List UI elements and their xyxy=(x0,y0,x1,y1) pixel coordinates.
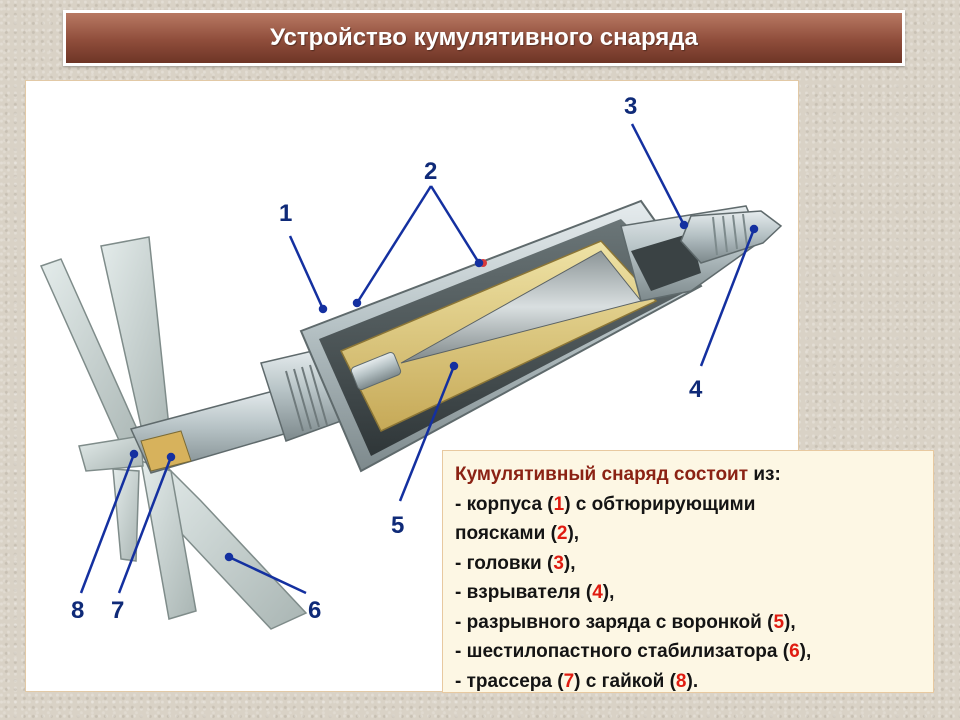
info-item-text: ), xyxy=(602,582,615,603)
detonator xyxy=(350,351,402,391)
fuze xyxy=(680,210,783,264)
info-item-text: - шестилопастного стабилизатора ( xyxy=(455,641,790,662)
leader-line xyxy=(699,228,756,367)
info-item: поясками (2), xyxy=(455,519,921,549)
info-item-number: 7 xyxy=(563,670,575,692)
title-banner: Устройство кумулятивного снаряда xyxy=(63,10,905,66)
leader-line xyxy=(355,185,433,304)
info-item-number: 1 xyxy=(553,493,565,515)
info-item-number: 5 xyxy=(773,611,785,633)
shell-diagram: 1 2 3 4 5 6 7 8 xyxy=(25,80,799,692)
tracer-cavity xyxy=(140,430,192,472)
leader-dot xyxy=(679,220,689,230)
stabilizer-fin xyxy=(112,468,140,562)
callout-1: 1 xyxy=(279,200,292,227)
info-item-text: ) с гайкой ( xyxy=(574,670,676,692)
info-heading-rest: из: xyxy=(748,464,781,485)
info-item: - взрывателя (4), xyxy=(455,578,921,608)
leader-dot xyxy=(474,258,484,268)
callout-3: 3 xyxy=(624,93,637,120)
info-item-text: ), xyxy=(563,552,576,574)
info-item: - шестилопастного стабилизатора (6), xyxy=(455,637,921,667)
info-heading: Кумулятивный снаряд состоит из: xyxy=(455,460,921,490)
leader-line xyxy=(117,456,173,594)
callout-8: 8 xyxy=(71,597,84,624)
callout-4: 4 xyxy=(689,376,703,403)
leader-line xyxy=(228,555,307,595)
info-item-text: ), xyxy=(799,641,812,662)
leader-dot xyxy=(318,304,328,314)
leader-line xyxy=(288,235,325,310)
composition-info-box: Кумулятивный снаряд состоит из: - корпус… xyxy=(442,450,934,693)
callout-6: 6 xyxy=(308,597,321,624)
callout-5: 5 xyxy=(391,512,404,539)
info-item-text: - взрывателя ( xyxy=(455,582,593,603)
info-item-number: 2 xyxy=(556,523,568,544)
callout-leaders xyxy=(79,123,759,595)
info-item-number: 8 xyxy=(675,670,687,692)
info-item-number: 4 xyxy=(592,582,603,603)
leader-line xyxy=(429,185,481,264)
leader-dot xyxy=(129,449,139,459)
leader-dot xyxy=(749,224,759,234)
info-item: - корпуса (1) с обтюрирующими xyxy=(455,490,921,520)
info-item-number: 3 xyxy=(553,552,564,574)
page-title: Устройство кумулятивного снаряда xyxy=(270,24,698,51)
leader-line xyxy=(630,123,686,226)
leader-line xyxy=(79,453,136,594)
info-item-text: - корпуса ( xyxy=(455,493,554,515)
shell-cutaway-illustration: 1 2 3 4 5 6 7 8 xyxy=(39,93,783,630)
info-item-text: ). xyxy=(686,670,699,692)
liner-cone xyxy=(400,250,642,364)
info-heading-colored: Кумулятивный снаряд состоит xyxy=(455,464,749,485)
info-item: - головки (3), xyxy=(455,549,921,579)
callout-2: 2 xyxy=(424,158,437,185)
leader-dot xyxy=(166,452,176,462)
leader-dot xyxy=(352,298,362,308)
leader-dot xyxy=(224,552,234,562)
info-item: - трассера (7) с гайкой (8). xyxy=(455,667,921,697)
info-item-text: - разрывного заряда с воронкой ( xyxy=(455,611,774,633)
callout-7: 7 xyxy=(111,597,124,624)
info-item-text: поясками ( xyxy=(455,523,557,544)
info-item-text: ), xyxy=(567,523,580,544)
info-item-text: ), xyxy=(784,611,796,633)
leader-dot xyxy=(449,361,459,371)
leader-line xyxy=(398,365,456,502)
head-cavity xyxy=(631,233,701,291)
info-item-number: 6 xyxy=(789,641,800,662)
stabilizer-fin xyxy=(78,435,144,472)
info-item-text: - трассера ( xyxy=(455,670,564,692)
info-item-text: ) с обтюрирующими xyxy=(564,493,756,515)
info-item-text: - головки ( xyxy=(455,552,554,574)
info-item: - разрывного заряда с воронкой (5), xyxy=(455,608,921,638)
